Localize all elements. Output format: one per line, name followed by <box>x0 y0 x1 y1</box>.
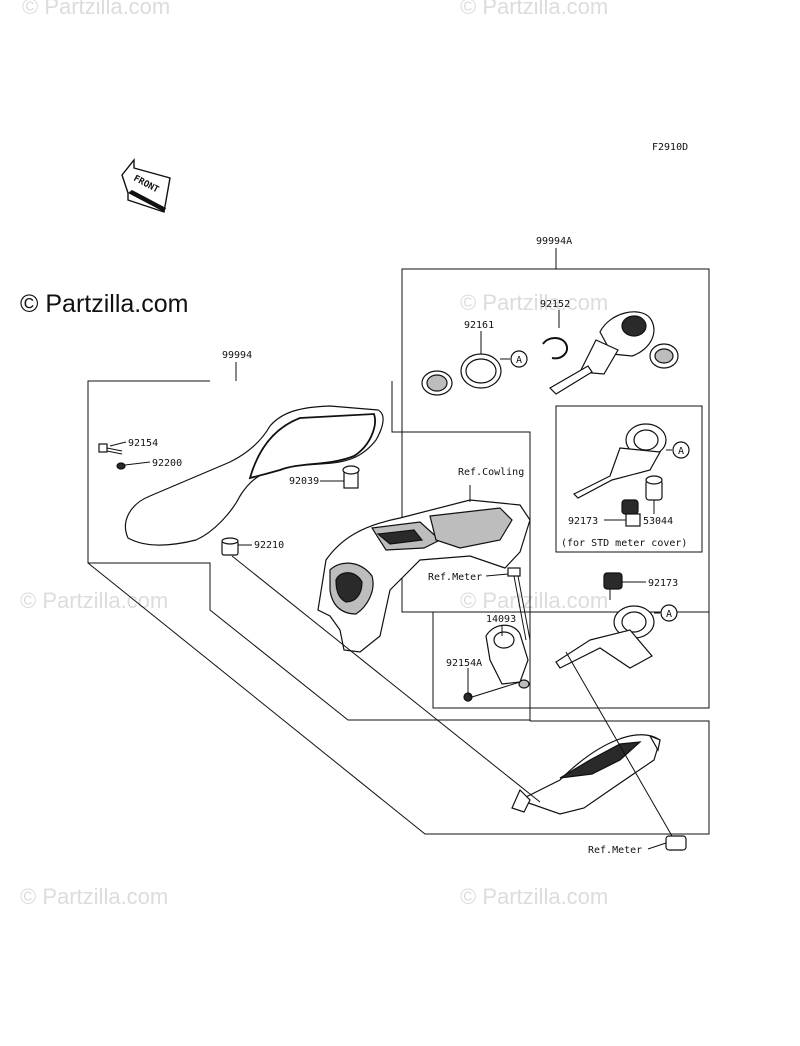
washer-92161-left <box>421 370 453 396</box>
meter-ring-bracket-std <box>572 423 667 499</box>
holder-14093 <box>485 624 530 689</box>
nut-92154A <box>463 692 473 702</box>
label-92161: 92161 <box>464 320 494 331</box>
watermark-top-right: © Partzilla.com <box>460 0 609 19</box>
meter-bracket <box>555 605 655 669</box>
callout-circle-a2 <box>672 441 690 459</box>
watermark-top-left: © Partzilla.com <box>22 0 171 19</box>
label-53044: 53044 <box>643 516 673 527</box>
label-99994: 99994 <box>222 350 252 361</box>
callout-circle-a1 <box>510 350 528 368</box>
label-ref-meter-1: Ref.Meter <box>428 572 482 583</box>
collar-53044 <box>645 475 663 501</box>
bolt-ref-meter <box>507 567 531 641</box>
label-92200: 92200 <box>152 458 182 469</box>
inner-stay <box>511 734 661 815</box>
callout-a3: A <box>666 609 672 620</box>
set-99994A-lower-frame <box>402 611 710 709</box>
callout-a1: A <box>516 355 522 366</box>
meter-housing <box>549 311 679 395</box>
label-99994A: 99994A <box>536 236 572 247</box>
label-std-cover: (for STD meter cover) <box>561 538 687 549</box>
leader-ref-meter-1 <box>485 573 509 577</box>
washer-92200 <box>116 462 126 470</box>
label-92173a: 92173 <box>568 516 598 527</box>
label-92154A: 92154A <box>446 658 482 669</box>
leader-92154 <box>109 441 127 447</box>
leader-meter-grommet <box>565 651 673 837</box>
figure-code: F2910D <box>652 142 688 153</box>
label-ref-cowling: Ref.Cowling <box>458 467 524 478</box>
callout-a2: A <box>678 446 684 457</box>
set-99994-outline <box>87 380 710 835</box>
label-92210: 92210 <box>254 540 284 551</box>
windshield <box>124 405 384 546</box>
watermark-main: © Partzilla.com <box>20 290 189 318</box>
label-92173b: 92173 <box>648 578 678 589</box>
collar-92210 <box>221 537 239 556</box>
front-direction-arrow: FRONT <box>121 158 171 213</box>
leader-ref-meter-2 <box>647 842 667 850</box>
bolt-92154 <box>98 443 123 455</box>
label-ref-meter-2: Ref.Meter <box>588 845 642 856</box>
label-14093: 14093 <box>486 614 516 625</box>
clip-92152 <box>542 337 568 360</box>
leader-92200 <box>124 461 151 466</box>
grommet-ref-meter <box>665 835 687 851</box>
grommet-92039 <box>342 465 360 489</box>
callout-circle-a3 <box>660 604 678 622</box>
std-cover-subframe <box>555 405 703 553</box>
watermark-bottom-left: © Partzilla.com <box>20 884 169 909</box>
leader-92154A <box>467 668 521 698</box>
clamp-92173 <box>603 572 623 600</box>
watermark-mid-center: © Partzilla.com <box>460 290 609 315</box>
watermark-lower-left: © Partzilla.com <box>20 588 169 613</box>
label-92039: 92039 <box>289 476 319 487</box>
clamp-92173-std <box>621 499 641 527</box>
label-92154: 92154 <box>128 438 158 449</box>
front-cowling <box>317 485 531 653</box>
ring-92161 <box>460 353 502 389</box>
label-92152: 92152 <box>540 299 570 310</box>
watermark-lower-right: © Partzilla.com <box>460 588 609 613</box>
leader-inner-stay <box>231 555 541 803</box>
watermark-bottom-right: © Partzilla.com <box>460 884 609 909</box>
